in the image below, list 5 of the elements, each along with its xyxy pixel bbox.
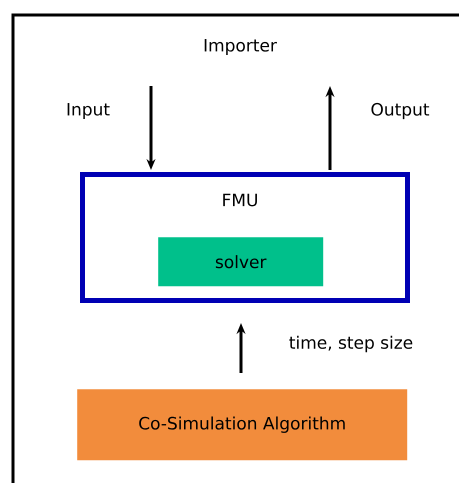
edge-label: time, step size [288, 334, 414, 354]
edge-label: Output [369, 102, 431, 120]
solver-box: solver [158, 237, 324, 286]
algorithm-box: Co-Simulation Algorithm [77, 389, 408, 460]
edge-label: Input [65, 102, 111, 120]
